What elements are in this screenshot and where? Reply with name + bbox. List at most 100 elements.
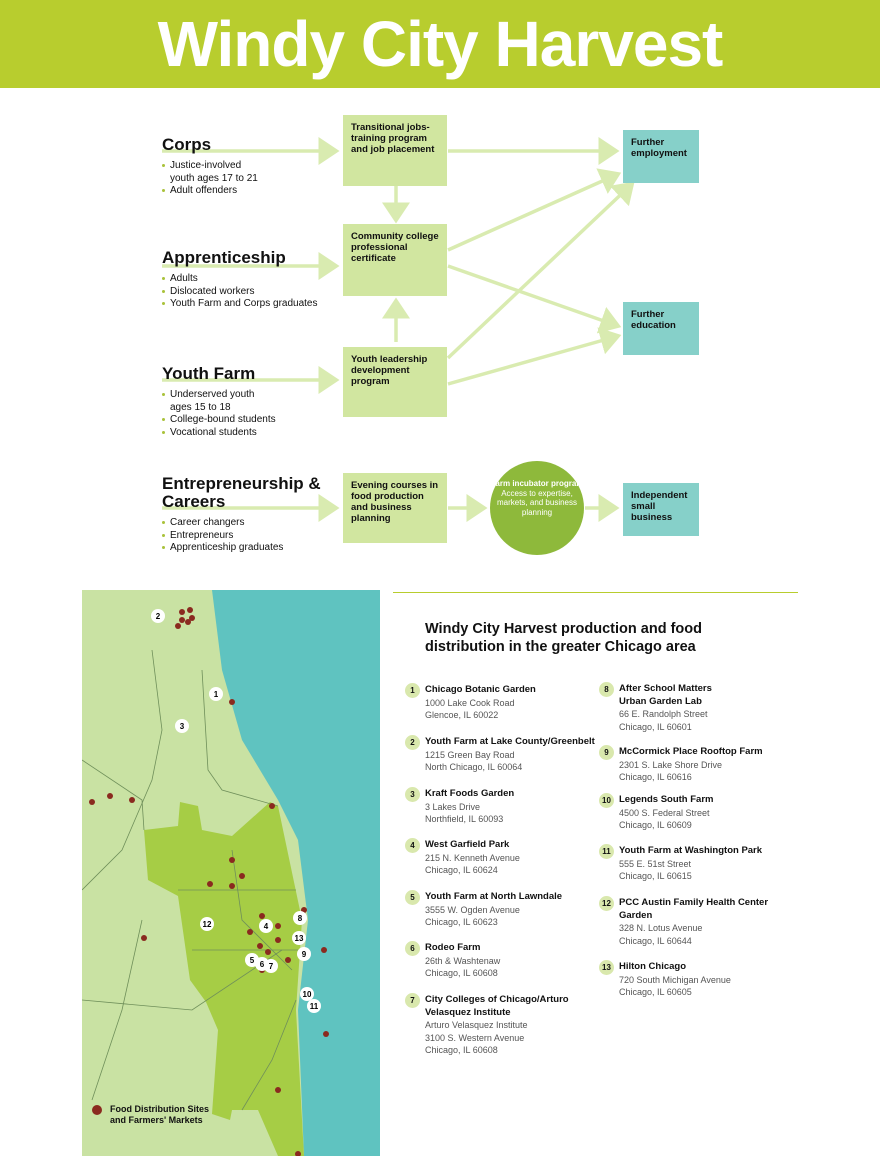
list-item: Career changers xyxy=(162,517,322,530)
list-item: 9 McCormick Place Rooftop Farm 2301 S. L… xyxy=(599,745,779,784)
location-name: Youth Farm at North Lawndale xyxy=(425,891,563,902)
location-address: 2301 S. Lake Shore Drive xyxy=(619,759,723,770)
location-address: 1215 Green Bay Road xyxy=(425,749,515,760)
location-number-badge: 9 xyxy=(599,745,614,760)
location-address: 26th & Washtenaw xyxy=(425,955,501,966)
list-item: Adult offenders xyxy=(162,185,262,198)
program-title: Entrepreneurship & Careers xyxy=(162,474,321,511)
location-address: 328 N. Lotus Avenue xyxy=(619,923,703,933)
list-item: College-bound students xyxy=(162,414,276,427)
svg-text:11: 11 xyxy=(310,1002,319,1011)
lake-michigan xyxy=(212,590,380,1156)
location-list-title: Windy City Harvest production and food d… xyxy=(425,621,702,655)
program-audience-list: Adults Dislocated workers Youth Farm and… xyxy=(162,273,318,311)
location-number-badge: 4 xyxy=(405,838,420,853)
map-roads xyxy=(82,649,302,1111)
svg-text:5: 5 xyxy=(250,956,255,965)
program-corps: Corps Justice-involved youth ages 17 to … xyxy=(162,136,262,198)
location-name: West Garfield Park xyxy=(425,839,510,850)
location-name: Rodeo Farm xyxy=(425,942,481,953)
location-city: Chicago, IL 60608 xyxy=(425,1045,498,1055)
list-item: 7 City Colleges of Chicago/Arturo Velasq… xyxy=(405,993,575,1057)
location-number-badge: 5 xyxy=(405,890,420,905)
location-city: North Chicago, IL 60064 xyxy=(425,762,523,772)
outcome-independent-business: Independent small business xyxy=(623,483,699,536)
legend-dot-icon xyxy=(92,1105,102,1115)
list-item: 13 Hilton Chicago 720 South Michigan Ave… xyxy=(599,960,779,999)
arrow-leadership-to-education xyxy=(447,327,622,386)
location-address: 3100 S. Western Avenue xyxy=(425,1032,525,1043)
incubator-desc: Access to expertise, markets, and busine… xyxy=(496,488,578,517)
program-audience-list: Career changers Entrepreneurs Apprentice… xyxy=(162,517,322,555)
location-address: 720 South Michigan Avenue xyxy=(619,974,731,985)
program-title: Apprenticeship xyxy=(162,248,286,267)
location-name: After School Matters Urban Garden Lab xyxy=(619,683,712,707)
location-name: Hilton Chicago xyxy=(619,961,687,972)
list-item: Adults xyxy=(162,273,318,286)
location-city: Chicago, IL 60624 xyxy=(425,865,498,875)
program-title: Youth Farm xyxy=(162,364,256,383)
location-address: 66 E. Randolph Street xyxy=(619,709,708,719)
location-city: Chicago, IL 60616 xyxy=(619,772,692,782)
city-of-chicago xyxy=(144,802,304,1156)
location-number-badge: 12 xyxy=(599,896,614,911)
box-community-college: Community college professional certifica… xyxy=(343,224,447,296)
list-item: 4 West Garfield Park 215 N. Kenneth Aven… xyxy=(405,838,595,877)
outcome-further-employment: Further employment xyxy=(623,130,699,183)
location-name: McCormick Place Rooftop Farm xyxy=(619,746,763,757)
program-audience-list: Justice-involved youth ages 17 to 21 Adu… xyxy=(162,160,262,198)
program-entrepreneurship: Entrepreneurship & Careers Career change… xyxy=(162,475,322,555)
chicago-area-map: 2 1 3 12 4 8 13 5 6 7 9 10 11 Food Distr… xyxy=(82,590,380,1156)
list-item: Dislocated workers xyxy=(162,286,318,299)
location-name: Youth Farm at Lake County/Greenbelt xyxy=(425,736,595,747)
location-name: Kraft Foods Garden xyxy=(425,788,515,799)
location-address: 3555 W. Ogden Avenue xyxy=(425,904,520,915)
location-number-badge: 11 xyxy=(599,844,614,859)
location-city: Chicago, IL 60609 xyxy=(619,820,692,830)
map-legend-text: Food Distribution Sites and Farmers' Mar… xyxy=(110,1104,209,1125)
arrow-college-to-education xyxy=(447,264,622,334)
location-city: Chicago, IL 60601 xyxy=(619,721,692,732)
box-youth-leadership: Youth leadership development program xyxy=(343,347,447,417)
header-banner: Windy City Harvest xyxy=(0,0,880,88)
arrow-leadership-to-employment xyxy=(446,181,635,360)
list-item: 3 Kraft Foods Garden 3 Lakes Drive North… xyxy=(405,787,595,826)
outcome-further-education: Further education xyxy=(623,302,699,355)
location-name: Legends South Farm xyxy=(619,794,714,805)
incubator-title: Farm incubator program xyxy=(490,479,584,488)
location-city: Chicago, IL 60615 xyxy=(619,871,692,881)
program-apprenticeship: Apprenticeship Adults Dislocated workers… xyxy=(162,249,318,311)
list-item: 8 After School Matters Urban Garden Lab … xyxy=(599,682,739,733)
svg-text:3: 3 xyxy=(180,722,185,731)
svg-text:8: 8 xyxy=(298,914,303,923)
svg-text:12: 12 xyxy=(203,920,212,929)
svg-text:13: 13 xyxy=(295,934,304,943)
location-city: Northfield, IL 60093 xyxy=(425,814,504,824)
box-transitional-jobs: Transitional jobs-training program and j… xyxy=(343,115,447,186)
box-evening-courses: Evening courses in food production and b… xyxy=(343,473,447,543)
section-divider xyxy=(393,592,798,593)
arrow-college-to-employment xyxy=(447,168,622,252)
map-graphic: 2 1 3 12 4 8 13 5 6 7 9 10 11 xyxy=(82,590,380,1156)
svg-text:9: 9 xyxy=(302,950,307,959)
location-number-badge: 10 xyxy=(599,793,614,808)
location-number-badge: 1 xyxy=(405,683,420,698)
list-item: 10 Legends South Farm 4500 S. Federal St… xyxy=(599,793,779,832)
location-address: 3 Lakes Drive xyxy=(425,801,481,812)
location-name: City Colleges of Chicago/Arturo Velasque… xyxy=(425,994,569,1018)
program-audience-list: Underserved youth ages 15 to 18 College-… xyxy=(162,389,276,439)
location-number-badge: 13 xyxy=(599,960,614,975)
list-item: Vocational students xyxy=(162,427,276,440)
location-number-badge: 3 xyxy=(405,787,420,802)
program-flow-diagram: Corps Justice-involved youth ages 17 to … xyxy=(0,88,880,568)
location-address: Arturo Velasquez Institute xyxy=(425,1020,528,1030)
program-title: Corps xyxy=(162,135,212,154)
program-youth-farm: Youth Farm Underserved youth ages 15 to … xyxy=(162,365,276,439)
list-item: Entrepreneurs xyxy=(162,530,322,543)
location-city: Chicago, IL 60605 xyxy=(619,987,692,997)
location-address: 4500 S. Federal Street xyxy=(619,807,710,818)
page-title: Windy City Harvest xyxy=(157,8,724,80)
list-item: 1 Chicago Botanic Garden 1000 Lake Cook … xyxy=(405,683,595,722)
list-item: Apprenticeship graduates xyxy=(162,542,322,555)
location-name: Chicago Botanic Garden xyxy=(425,684,536,695)
